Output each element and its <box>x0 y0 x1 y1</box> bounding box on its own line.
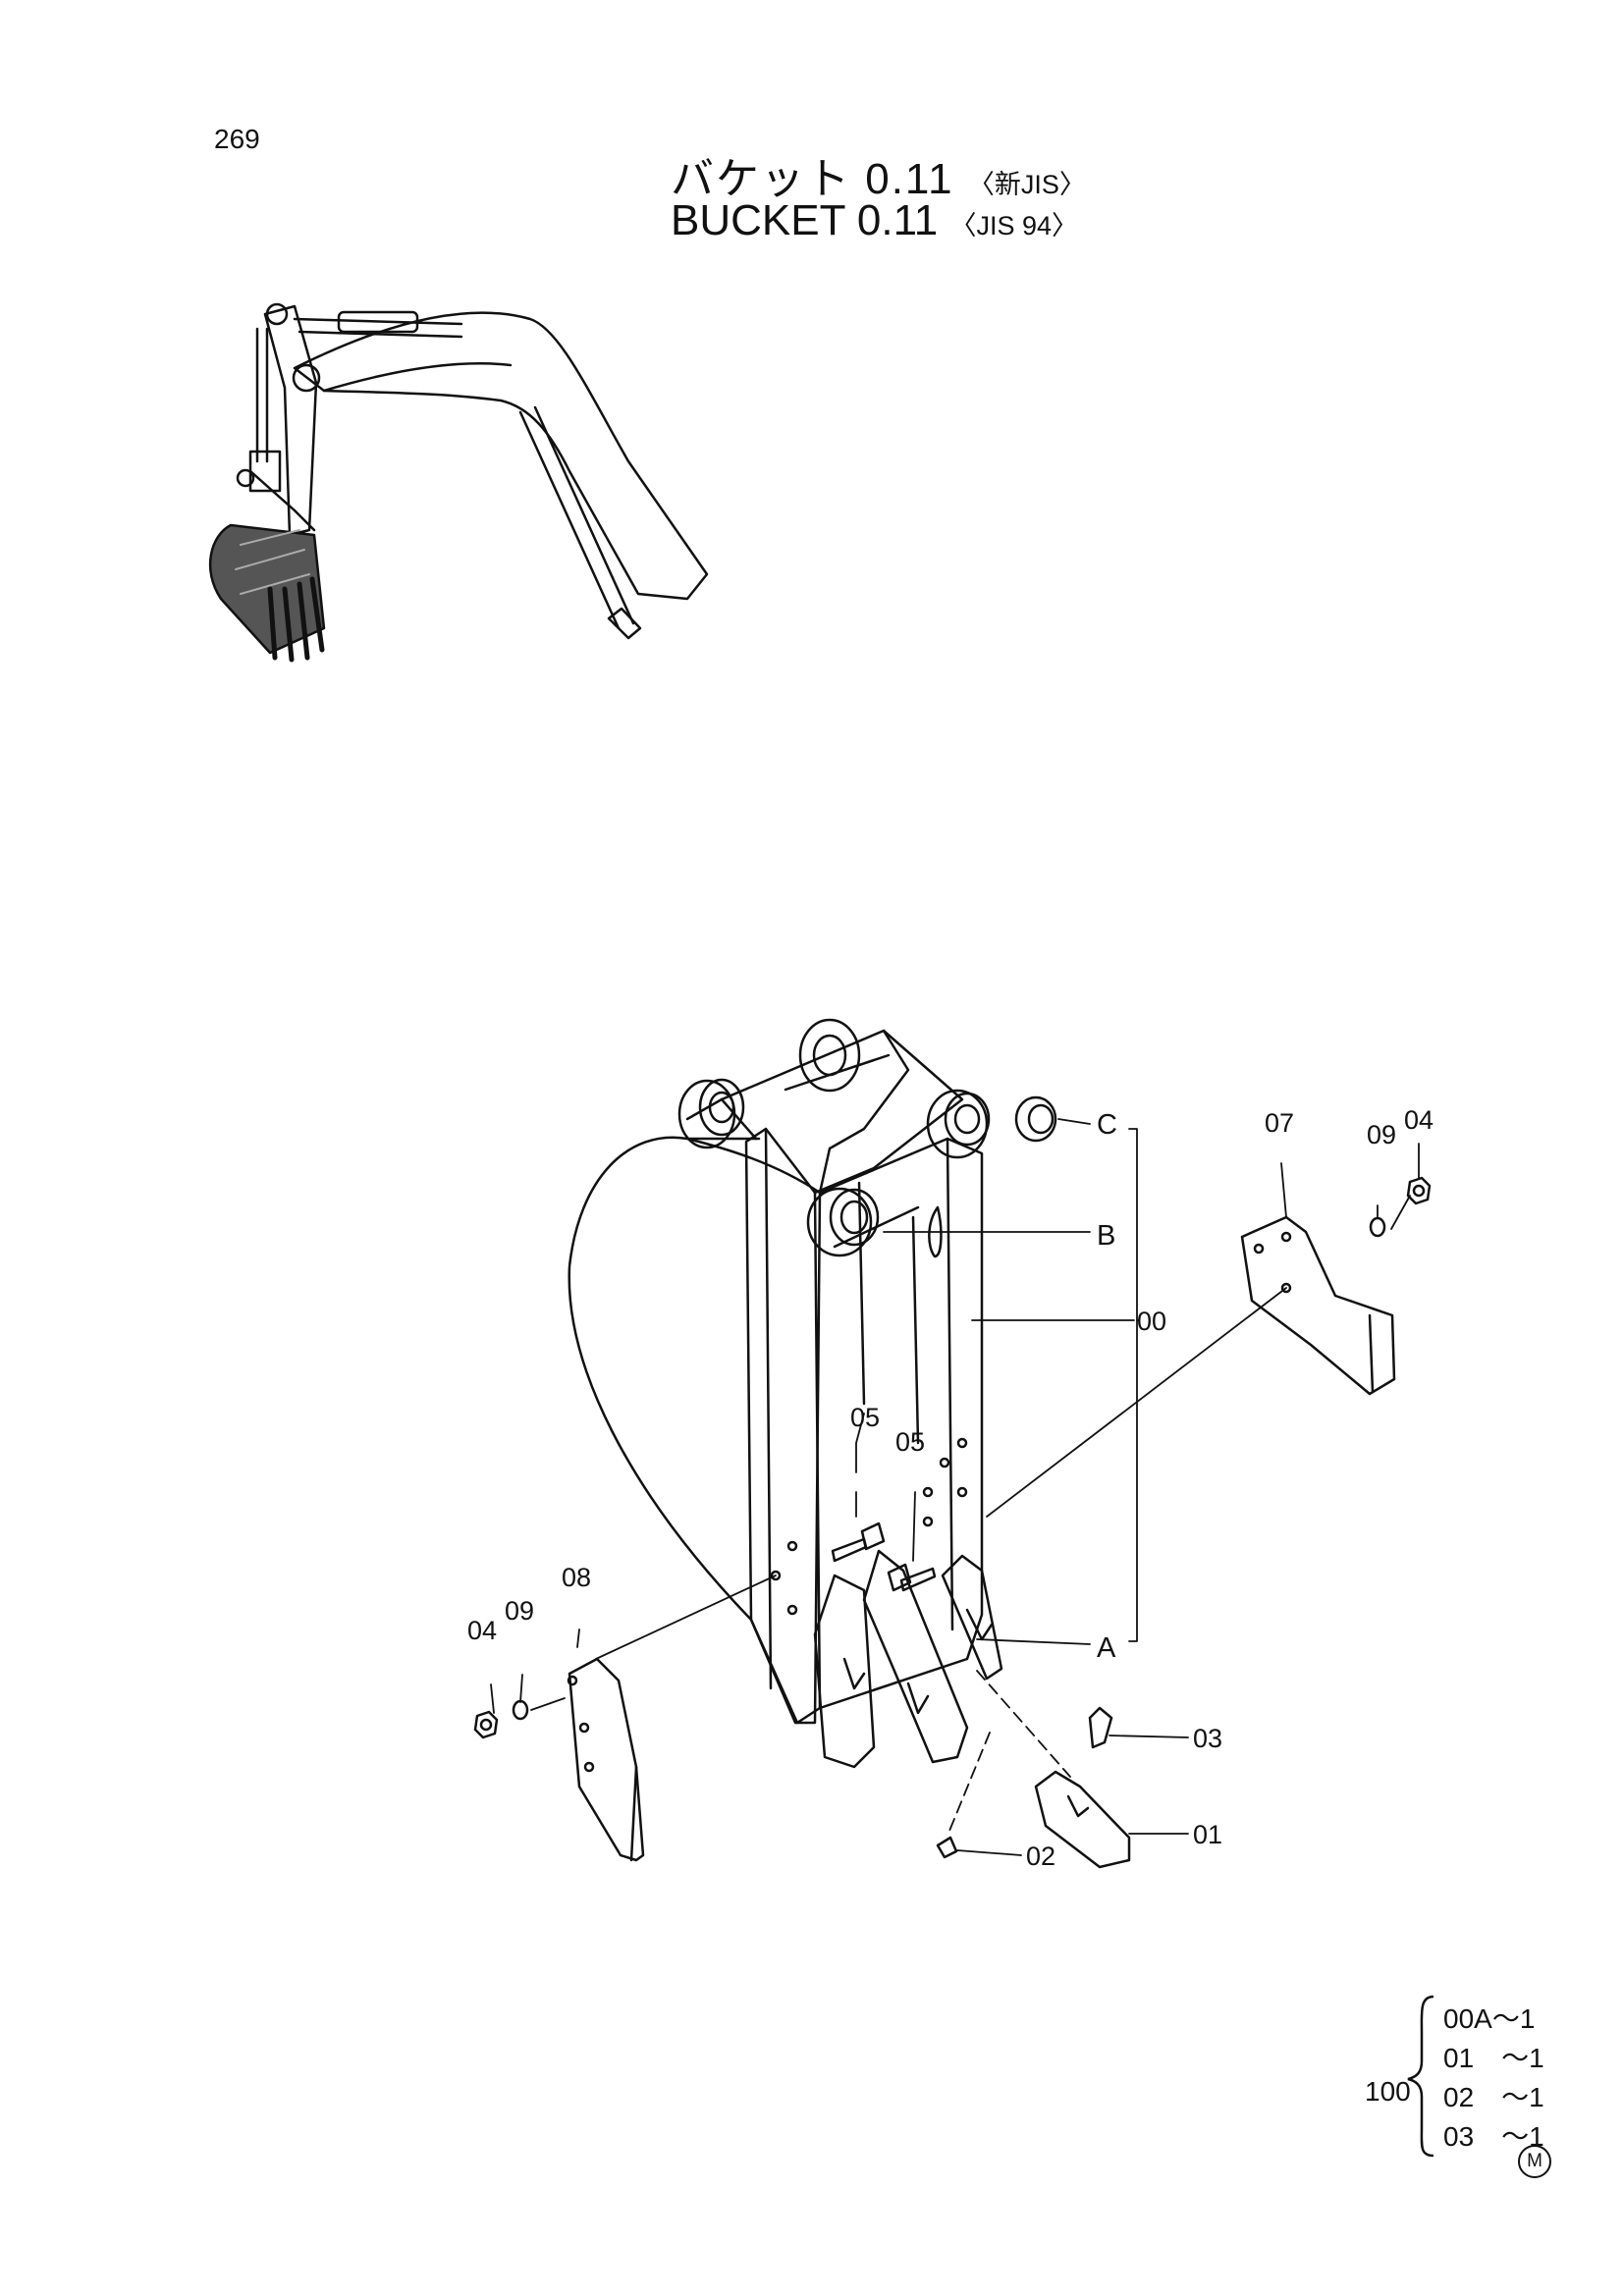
summary-row-2: 01 ～1 <box>1443 2043 1544 2073</box>
tooth-pin <box>936 1836 958 1859</box>
bolt-right <box>887 1563 937 1592</box>
callout-04-left: 04 <box>467 1616 497 1645</box>
excavator-arm-illustration <box>236 302 709 640</box>
title-japanese: バケット 0.11 〈新JIS〉 <box>671 143 1086 206</box>
lock-washer-left <box>512 1699 529 1721</box>
summary-parent: 100 <box>1365 2076 1411 2107</box>
leader-lines <box>490 1118 1420 1856</box>
tooth-adapters <box>813 1549 1003 1769</box>
callout-02: 02 <box>1026 1842 1055 1871</box>
callout-05-right: 05 <box>895 1427 925 1457</box>
summary-row-3: 02 ～1 <box>1443 2082 1544 2112</box>
side-cutter-right <box>1240 1215 1396 1396</box>
callout-04-right: 04 <box>1404 1105 1434 1135</box>
shim-ring <box>1014 1095 1057 1143</box>
bolt-left <box>831 1522 886 1563</box>
pin-boss-top-right <box>798 1018 861 1093</box>
side-cutter-left <box>567 1657 645 1862</box>
tooth-lock <box>1088 1706 1113 1749</box>
callout-09-left: 09 <box>505 1596 534 1626</box>
page-number: 269 <box>214 124 260 154</box>
title-english-standard: 〈JIS 94〉 <box>949 211 1079 240</box>
summary-row-1: 00A～1 <box>1443 2003 1536 2034</box>
callout-05-left: 05 <box>850 1403 880 1432</box>
nut-left <box>473 1710 499 1739</box>
letter-c: C <box>1097 1109 1117 1141</box>
title-english: BUCKET 0.11 〈JIS 94〉 <box>671 196 1078 245</box>
pin-boss-right <box>926 1089 991 1159</box>
letter-b: B <box>1097 1220 1115 1252</box>
lock-washer-right <box>1369 1216 1386 1238</box>
pin-boss-front <box>806 1187 880 1257</box>
callout-09-right: 09 <box>1367 1120 1396 1149</box>
letter-a: A <box>1097 1632 1116 1664</box>
pin-boss-top-left <box>677 1078 745 1149</box>
callout-07: 07 <box>1265 1108 1294 1138</box>
callout-00: 00 <box>1137 1307 1166 1336</box>
bucket-tooth <box>1034 1770 1131 1869</box>
callout-03: 03 <box>1193 1724 1222 1753</box>
title-english-text: BUCKET 0.11 <box>671 196 939 244</box>
title-japanese-text: バケット 0.11 <box>671 155 954 203</box>
callout-01: 01 <box>1193 1820 1222 1849</box>
summary-brace <box>1407 1995 1434 2158</box>
nut-right <box>1406 1176 1432 1205</box>
title-japanese-standard: 〈新JIS〉 <box>967 170 1086 199</box>
bucket-shell <box>568 1029 984 1725</box>
manual-mark: M <box>1518 2145 1551 2178</box>
excavator-bucket-illustration <box>208 523 326 663</box>
callout-08: 08 <box>562 1563 591 1592</box>
